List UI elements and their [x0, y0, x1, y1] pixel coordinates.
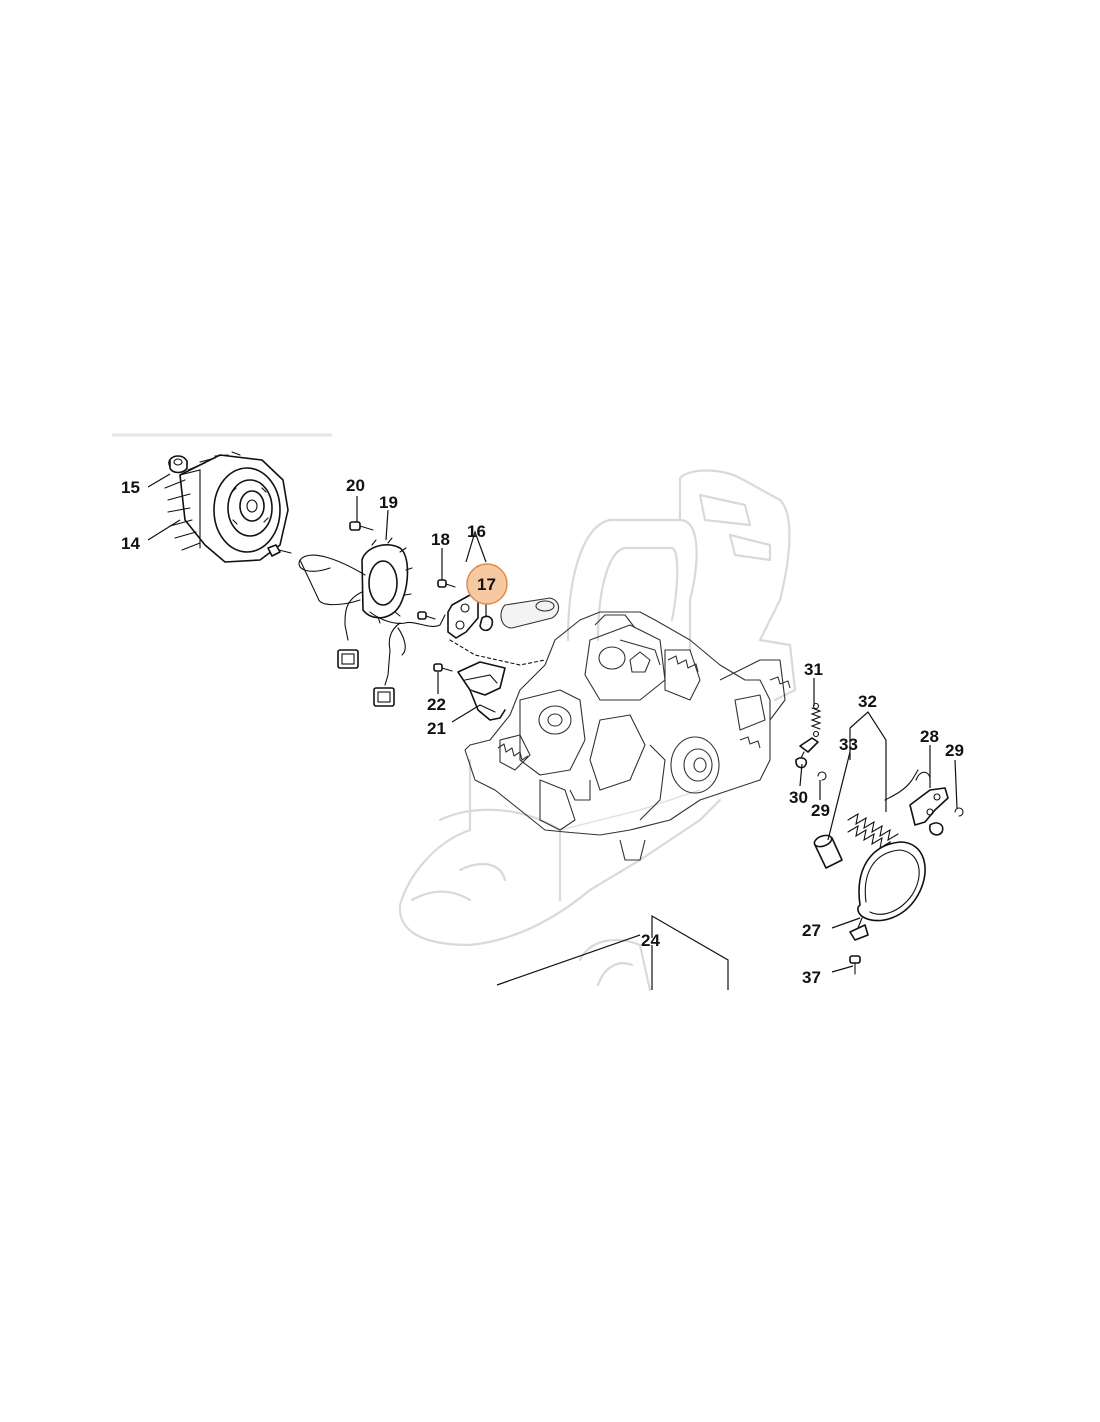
part-brake-lever-28: [909, 771, 949, 836]
part-switch-lever: [457, 661, 506, 721]
callout-29-left[interactable]: 29: [811, 801, 830, 820]
callout-37[interactable]: 37: [802, 968, 821, 987]
part-switch-assembly: [447, 594, 546, 666]
callout-20[interactable]: 20: [346, 476, 365, 495]
part-clip-29: [817, 771, 964, 817]
callout-24[interactable]: 24: [641, 931, 660, 950]
part-nut: [168, 455, 188, 474]
callout-27[interactable]: 27: [802, 921, 821, 940]
part-spring-31: [810, 702, 822, 738]
part-flywheel: [164, 451, 289, 563]
leader-lines: [147, 473, 958, 990]
callout-31[interactable]: 31: [804, 660, 823, 679]
highlight-circle-17: [466, 563, 508, 605]
callout-14[interactable]: 14: [121, 534, 140, 553]
callout-32[interactable]: 32: [858, 692, 877, 711]
part-ignition-module: [298, 537, 446, 707]
part-pin-30: [795, 737, 819, 769]
callout-16[interactable]: 16: [467, 522, 486, 541]
callout-15[interactable]: 15: [121, 478, 140, 497]
callout-33[interactable]: 33: [839, 735, 858, 754]
part-sleeve-33: [813, 834, 843, 869]
engine-block: [464, 597, 791, 861]
callout-17-highlighted[interactable]: 17: [477, 575, 496, 594]
callout-29-right[interactable]: 29: [945, 741, 964, 760]
callout-labels: 15 14 20 19 18 16 17 22 21 24 31 32 33 2…: [121, 476, 964, 987]
part-screw-20: [267, 521, 374, 557]
part-brake-band-27: [849, 841, 926, 941]
callout-18[interactable]: 18: [431, 530, 450, 549]
part-screws-18-22: [417, 579, 456, 672]
callout-28[interactable]: 28: [920, 727, 939, 746]
chainsaw-housing-outline: [398, 469, 797, 992]
callout-30[interactable]: 30: [789, 788, 808, 807]
callout-22[interactable]: 22: [427, 695, 446, 714]
callout-19[interactable]: 19: [379, 493, 398, 512]
part-screw-37: [849, 955, 861, 975]
callout-21[interactable]: 21: [427, 719, 446, 738]
